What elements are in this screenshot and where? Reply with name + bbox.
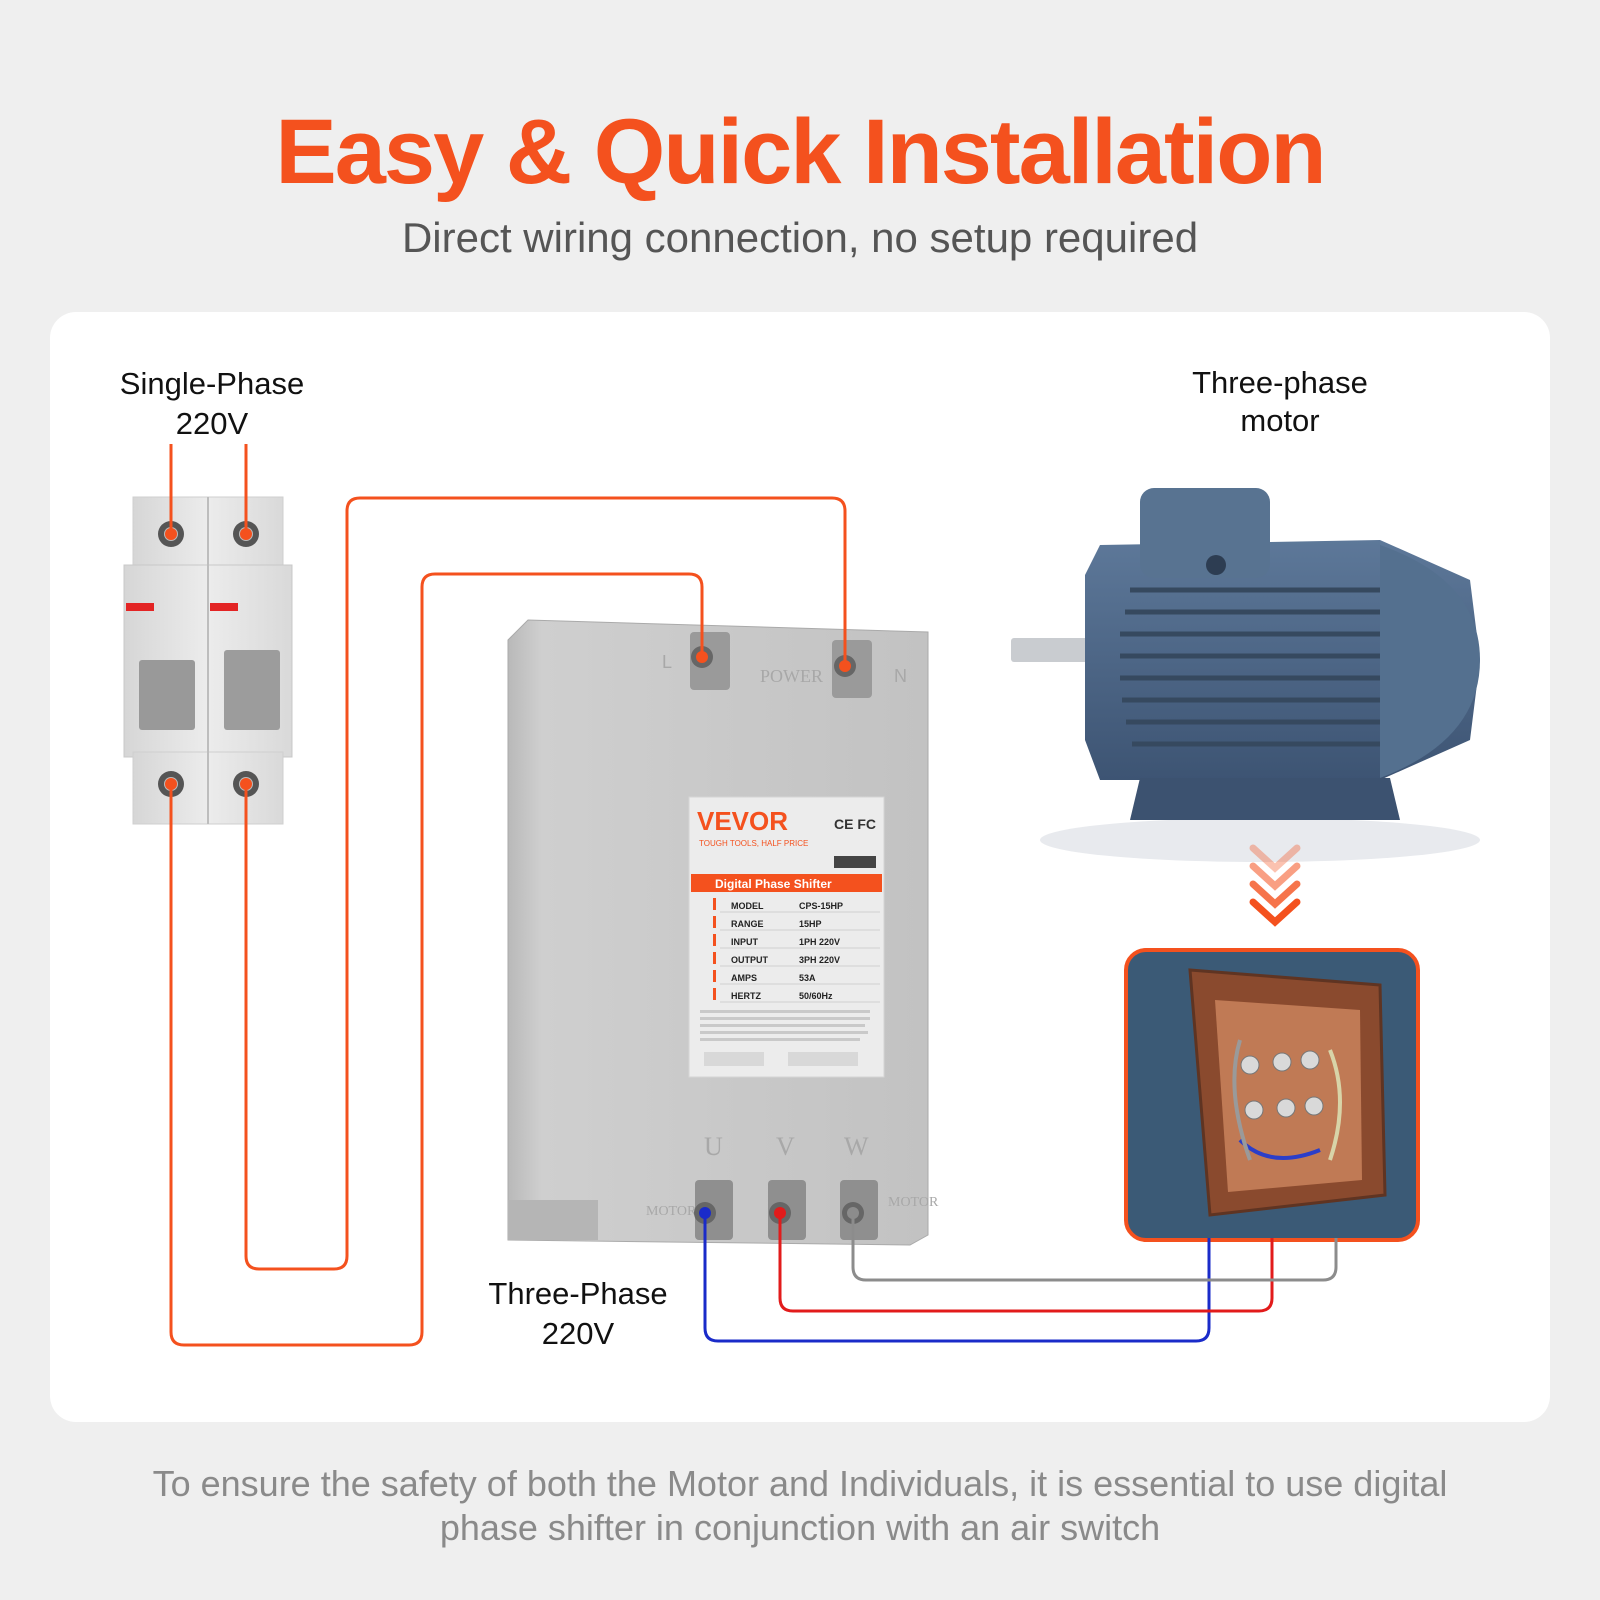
label-motor-line2: motor [1240, 403, 1320, 438]
spec-row-marker [713, 988, 716, 1000]
three-phase-motor-image [1011, 488, 1480, 862]
safety-note: To ensure the safety of both the Motor a… [100, 1462, 1500, 1550]
breaker-indicator-right [210, 603, 238, 611]
terminal-label-u: U [704, 1132, 723, 1161]
terminal-label-w: W [844, 1132, 869, 1161]
spec-row-marker [713, 934, 716, 946]
chevron-down-icon [1249, 844, 1301, 927]
brand-logo: VEVOR [697, 806, 788, 836]
motor-base [1130, 778, 1400, 820]
label-three-phase-output: Three-Phase 220V [468, 1274, 688, 1354]
spec-row-marker [713, 898, 716, 910]
breaker-indicator-left [126, 603, 154, 611]
terminal-label-power: POWER [760, 666, 823, 686]
label-output-line2: 220V [541, 1316, 615, 1351]
spec-value: 15HP [799, 919, 822, 929]
spec-key: AMPS [731, 973, 757, 983]
spec-value: 3PH 220V [799, 955, 840, 965]
terminal-label-n: N [894, 666, 907, 686]
motor-terminal-closeup [1124, 948, 1420, 1242]
wire-v-red [778, 1213, 1274, 1313]
motor-shaft [1011, 638, 1091, 662]
spec-key: INPUT [731, 937, 759, 947]
spec-key: RANGE [731, 919, 764, 929]
wires [169, 444, 1338, 1347]
wire-breaker-to-l [169, 572, 704, 1347]
spec-value: CPS-15HP [799, 901, 843, 911]
connection-dots [165, 528, 859, 1219]
label-output-line1: Three-Phase [488, 1276, 668, 1311]
spec-value: 1PH 220V [799, 937, 840, 947]
fine-print [700, 1010, 870, 1066]
spec-row-marker [713, 970, 716, 982]
motor-label-left: MOTOR [646, 1204, 697, 1219]
spec-row-marker [713, 916, 716, 928]
phase-shifter-device: L POWER N U V W MOTOR MOTOR VEVOR TOUGH … [507, 619, 939, 1246]
page-subtitle: Direct wiring connection, no setup requi… [401, 214, 1199, 261]
label-single-phase-line1: Single-Phase [119, 366, 305, 401]
brand-tagline: TOUGH TOOLS, HALF PRICE [699, 839, 808, 848]
wire-w-gray [851, 1213, 1338, 1282]
barcode-icon [834, 856, 876, 868]
product-name: Digital Phase Shifter [715, 877, 832, 891]
spec-key: HERTZ [731, 991, 761, 1001]
breaker-lever-left [139, 660, 195, 730]
page-title: Easy & Quick Installation [275, 101, 1326, 203]
label-three-phase-motor: Three-phase motor [1150, 364, 1410, 440]
breaker-lever-right [224, 650, 280, 730]
label-single-phase: Single-Phase 220V [92, 364, 332, 444]
spec-table: MODEL CPS-15HP RANGE 15HP INPUT 1PH 220V OUTPU… [713, 898, 880, 1003]
certification-marks: CE FC [834, 816, 876, 832]
safety-note-line1: To ensure the safety of both the Motor a… [152, 1463, 1448, 1504]
terminal-label-v: V [776, 1132, 795, 1161]
air-switch [123, 496, 293, 825]
motor-terminal-box [1140, 488, 1270, 578]
spec-row-marker [713, 952, 716, 964]
label-single-phase-line2: 220V [175, 406, 249, 441]
spec-key: MODEL [731, 901, 764, 911]
device-nameplate: VEVOR TOUGH TOOLS, HALF PRICE CE FC Digi… [688, 796, 885, 1078]
spec-value: 53A [799, 973, 816, 983]
spec-key: OUTPUT [731, 955, 769, 965]
safety-note-line2: phase shifter in conjunction with an air… [439, 1507, 1161, 1548]
wire-breaker-to-n [244, 496, 847, 1271]
wire-u-blue [703, 1213, 1211, 1343]
spec-value: 50/60Hz [799, 991, 833, 1001]
motor-label-right: MOTOR [888, 1195, 939, 1210]
terminal-label-l: L [662, 652, 672, 672]
label-motor-line1: Three-phase [1192, 365, 1368, 400]
